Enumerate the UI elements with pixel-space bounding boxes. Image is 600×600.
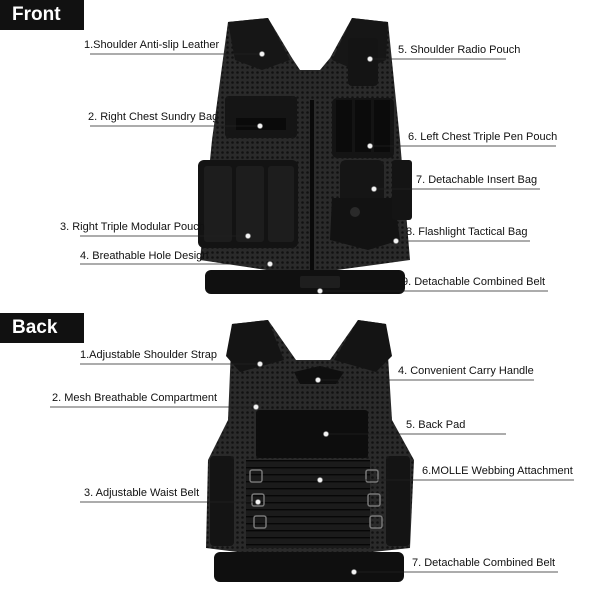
carry-handle	[294, 366, 344, 384]
back-section-tag: Back	[0, 313, 84, 343]
label-mesh-compartment: 2. Mesh Breathable Compartment	[52, 392, 218, 404]
back-left-strap	[226, 320, 284, 372]
label-breathable-hole: 4. Breathable Hole Design	[80, 250, 209, 262]
label-carry-handle: 4. Convenient Carry Handle	[398, 365, 534, 377]
label-radio-pouch: 5. Shoulder Radio Pouch	[398, 44, 521, 56]
front-zipper	[310, 100, 314, 270]
label-pen-pouch: 6. Left Chest Triple Pen Pouch	[408, 131, 558, 143]
front-section-tag: Front	[0, 0, 84, 30]
label-flashlight-bag: 8. Flashlight Tactical Bag	[406, 226, 528, 238]
label-shoulder-leather: 1.Shoulder Anti-slip Leather	[84, 39, 220, 51]
label-insert-bag: 7. Detachable Insert Bag	[416, 174, 538, 186]
back-leader-lines	[50, 361, 574, 575]
front-vest	[198, 18, 412, 294]
flashlight-bag	[330, 198, 400, 250]
label-back-pad: 5. Back Pad	[406, 419, 466, 431]
label-chest-sundry-bag: 2. Right Chest Sundry Bag	[88, 111, 219, 123]
back-combined-belt	[214, 552, 404, 582]
front-left-shoulder	[228, 18, 290, 70]
label-shoulder-strap: 1.Adjustable Shoulder Strap	[80, 349, 217, 361]
label-waist-belt: 3. Adjustable Waist Belt	[84, 487, 200, 499]
label-triple-modular-pouch: 3. Right Triple Modular Pouch	[60, 221, 205, 233]
label-front-combined-belt: 9. Detachable Combined Belt	[402, 276, 546, 288]
front-leader-lines	[80, 51, 556, 294]
back-pad	[256, 410, 368, 458]
chest-sundry-bag	[225, 96, 297, 138]
waist-buckles	[249, 469, 383, 529]
molle-webbing	[246, 460, 370, 548]
side-strap	[392, 160, 412, 220]
radio-pouch	[348, 38, 378, 86]
back-vest	[206, 320, 414, 582]
back-right-strap	[334, 320, 392, 372]
label-back-combined-belt: 7. Detachable Combined Belt	[412, 557, 556, 569]
insert-bag	[340, 160, 384, 204]
label-molle-webbing: 6.MOLLE Webbing Attachment	[422, 465, 573, 477]
